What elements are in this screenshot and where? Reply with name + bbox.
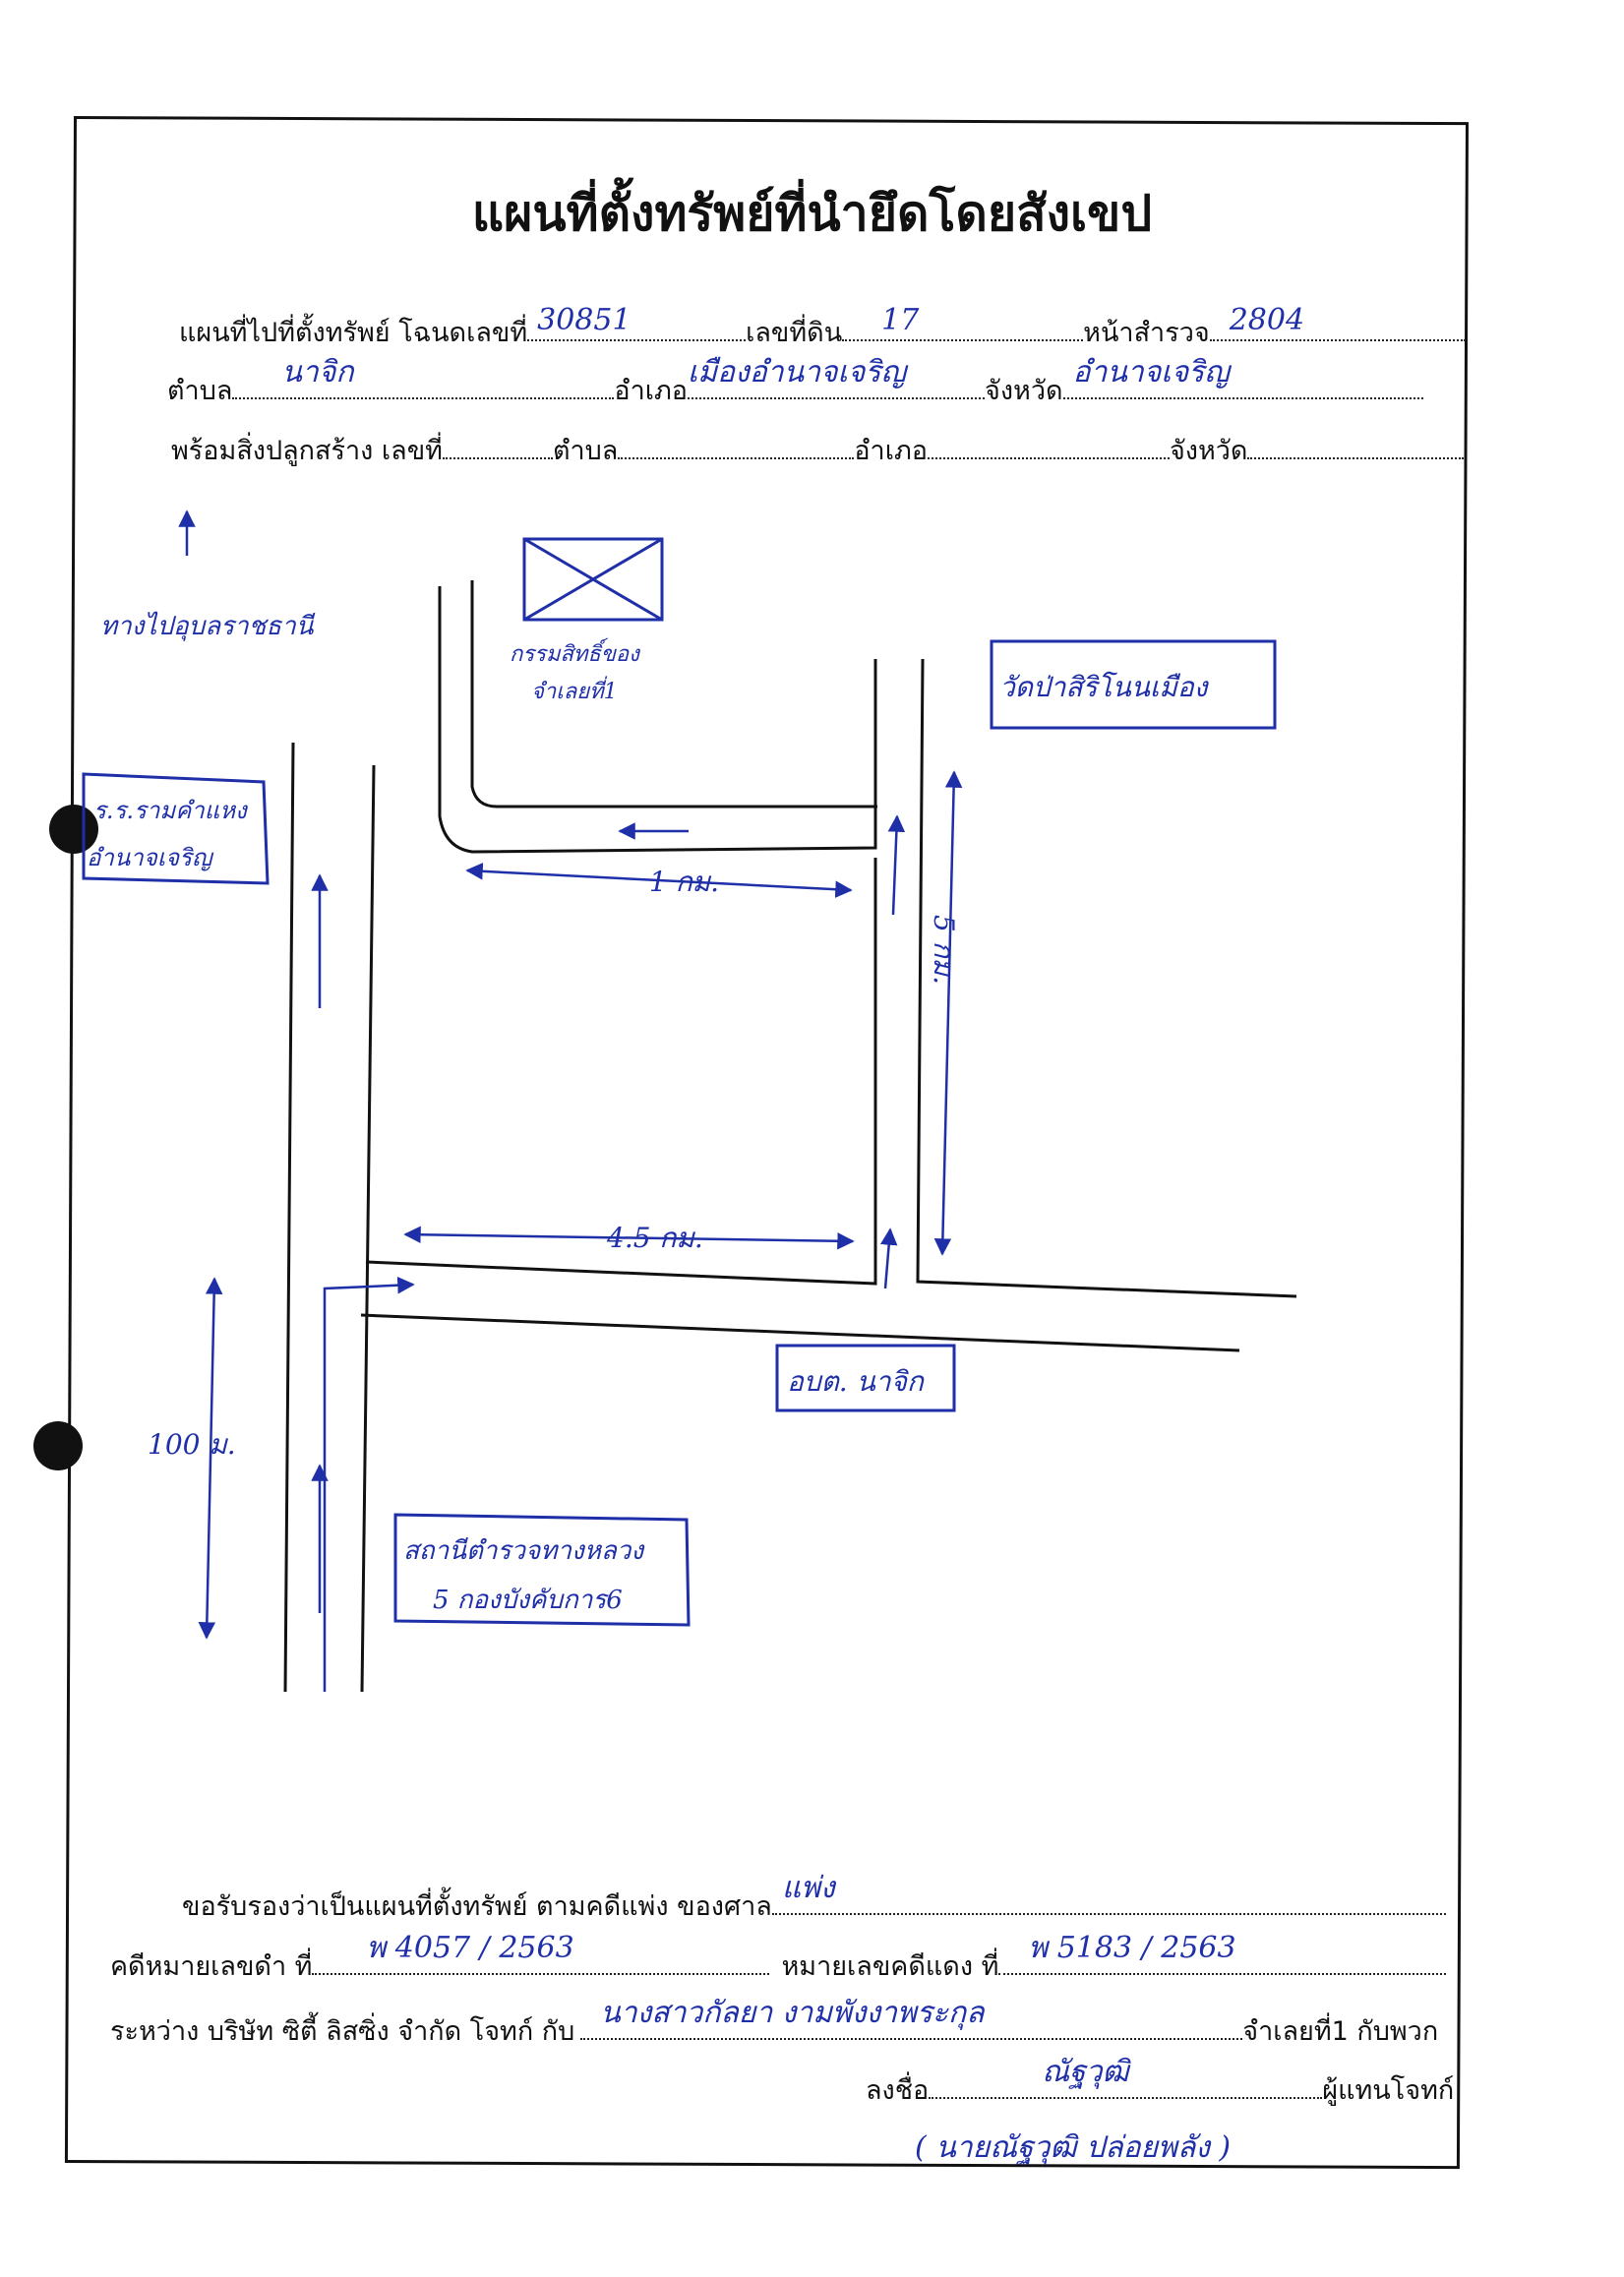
temple-label: วัดป่าสิริโนนเมือง: [999, 671, 1210, 703]
field-red-case: พ 5183 / 2563: [998, 1931, 1447, 1975]
label-boxes: [82, 639, 1277, 1627]
field-building-district: [927, 434, 1170, 459]
turn-arrow: [879, 1228, 898, 1289]
police-label-line-2: 5 กองบังคับการ6: [433, 1586, 623, 1615]
tao-label: อบต. นาจิก: [787, 1365, 926, 1398]
label-province: จังหวัด: [985, 376, 1063, 406]
footer-line-2: คดีหมายเลขดำ ที่ พ 4057 / 2563 หมายเลขคดีแ…: [110, 1931, 1447, 1987]
route-arrow: [323, 1276, 415, 1692]
field-province: อำนาจเจริญ: [1062, 355, 1423, 399]
deed-no-value: 30851: [537, 303, 632, 337]
dist-100m-label: 100 ม.: [148, 1428, 236, 1461]
property-label-line-2: จำเลยที่1: [531, 676, 618, 704]
label-building-province: จังหวัด: [1169, 436, 1248, 466]
field-district: เมืองอำนาจเจริญ: [688, 355, 986, 399]
subdistrict-value: นาจิก: [281, 355, 354, 389]
document-title: แผนที่ตั้งทรัพย์ที่นำยึดโดยสังเขป: [471, 185, 1153, 242]
police-box: [393, 1513, 691, 1627]
label-defendant-suffix: จำเลยที่1 กับพวก: [1242, 2016, 1439, 2047]
red-case-value: พ 5183 / 2563: [1028, 1931, 1236, 1965]
label-district: อำเภอ: [614, 376, 689, 406]
label-certify: ขอรับรองว่าเป็นแผนที่ตั้งทรัพย์ ตามคดีแพ…: [182, 1891, 772, 1922]
label-deed-map: แผนที่ไปที่ตั้งทรัพย์ โฉนดเลขที่: [179, 318, 528, 348]
signature-value: ณัฐวุฒิ: [1042, 2055, 1129, 2089]
field-deed-no: 30851: [527, 303, 747, 341]
dimension-1km: [465, 863, 853, 898]
defendant-value: นางสาวกัลยา งามพังงาพระกุล: [600, 1996, 985, 2030]
punch-hole-top: [49, 805, 98, 854]
field-survey-page: 2804: [1209, 303, 1466, 341]
footer-line-3: ระหว่าง บริษัท ซิตี้ ลิสซิ่ง จำกัด โจทก์…: [110, 1996, 1439, 2052]
label-signer-role: ผู้แทนโจทก์: [1322, 2075, 1455, 2106]
road-lines: [283, 580, 1297, 1693]
punch-hole-bottom: [33, 1421, 83, 1470]
road-left-east: [360, 764, 376, 1693]
dist-5km-label: 5 กม.: [928, 915, 960, 985]
field-building-subdistrict: [618, 434, 855, 459]
tao-box: [775, 1344, 956, 1412]
label-subdistrict: ตำบล: [167, 376, 233, 406]
road-upper-inner: [438, 586, 877, 854]
survey-page-value: 2804: [1229, 303, 1305, 337]
field-building-province: [1247, 434, 1465, 459]
field-court: แพ่ง: [771, 1871, 1446, 1915]
label-black-case: คดีหมายเลขดำ ที่: [110, 1951, 313, 1982]
label-red-case: หมายเลขคดีแดง ที่: [781, 1951, 999, 1982]
field-signature: ณัฐวุฒิ: [929, 2055, 1323, 2099]
black-case-value: พ 4057 / 2563: [366, 1931, 574, 1965]
school-label-line-1: ร.ร.รามคำแหง: [93, 797, 249, 824]
dimension-4-5km: [403, 1226, 855, 1250]
north-road-arrow: [887, 814, 906, 916]
land-no-value: 17: [881, 303, 920, 337]
district-value: เมืองอำนาจเจริญ: [688, 355, 907, 389]
road-upper-outer: [470, 580, 877, 809]
property-label-line-1: กรรมสิทธิ์ของ: [510, 637, 641, 667]
signer-name: ( นายณัฐวุฒิ ปล่อยพลัง ): [915, 2130, 1232, 2165]
label-land-no: เลขที่ดิน: [746, 318, 843, 348]
dimension-5km: [933, 770, 963, 1256]
court-value: แพ่ง: [781, 1871, 835, 1905]
header-line-2: ตำบล นาจิกอำเภอเมืองอำนาจเจริญจังหวัด อำนา…: [167, 355, 1423, 411]
dist-4-5km-label: 4.5 กม.: [606, 1222, 703, 1254]
police-label-line-1: สถานีตำรวจทางหลวง: [403, 1536, 645, 1566]
road-right: [916, 658, 1297, 1298]
north-road-label: ทางไปอุบลราชธานี: [100, 611, 316, 641]
field-building-no: [442, 434, 553, 459]
header-line-1: แผนที่ไปที่ตั้งทรัพย์ โฉนดเลขที่ 30851 เลข…: [179, 303, 1466, 353]
school-label-line-2: อำนาจเจริญ: [87, 844, 214, 871]
field-land-no: 17: [842, 303, 1084, 341]
header-line-3: พร้อมสิ่งปลูกสร้าง เลขที่ ตำบล อำเภอ จังหวั…: [171, 429, 1465, 471]
road-left-west: [283, 742, 295, 1693]
dimension-100m: [198, 1277, 223, 1640]
label-between: ระหว่าง บริษัท ซิตี้ ลิสซิ่ง จำกัด โจทก์…: [110, 2016, 575, 2047]
field-subdistrict: นาจิก: [232, 355, 615, 399]
school-box: [82, 772, 270, 885]
dist-1km-label: 1 กม.: [649, 866, 719, 898]
footer-line-4: ลงชื่อ ณัฐวุฒิผู้แทนโจทก์: [866, 2055, 1455, 2111]
label-building-district: อำเภอ: [854, 436, 928, 466]
footer-line-1: ขอรับรองว่าเป็นแผนที่ตั้งทรัพย์ ตามคดีแพ…: [182, 1871, 1446, 1927]
province-value: อำนาจเจริญ: [1072, 355, 1230, 389]
field-defendant: นางสาวกัลยา งามพังงาพระกุล: [580, 1996, 1243, 2040]
road-bottom-south: [360, 1313, 1240, 1352]
property-box: [522, 537, 664, 622]
label-building-no: พร้อมสิ่งปลูกสร้าง เลขที่: [171, 436, 443, 466]
label-sign: ลงชื่อ: [866, 2075, 930, 2106]
temple-box: [990, 639, 1277, 730]
map-arrows: [178, 509, 963, 1692]
label-building-subdistrict: ตำบล: [552, 436, 619, 466]
field-black-case: พ 4057 / 2563: [312, 1931, 770, 1975]
road-bottom-north: [365, 858, 877, 1286]
label-survey-page: หน้าสำรวจ: [1083, 318, 1210, 348]
